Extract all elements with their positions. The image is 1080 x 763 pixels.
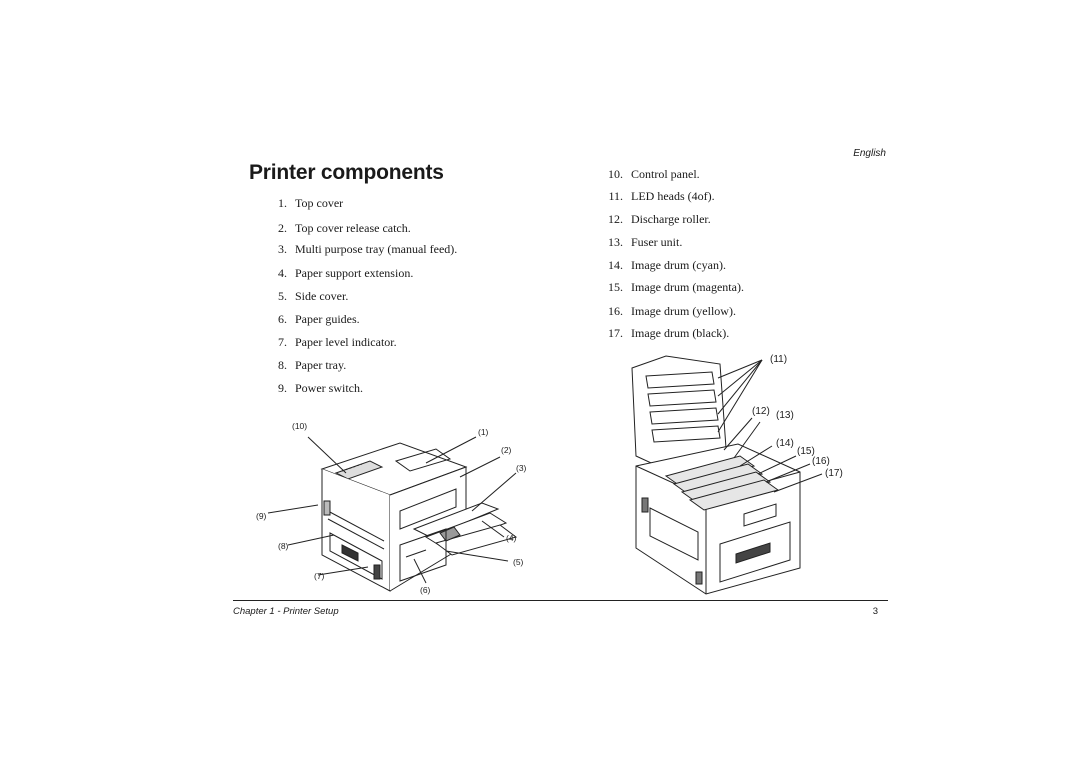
callout-15: (15) — [797, 446, 815, 457]
item-label: Top cover release catch. — [295, 221, 411, 235]
list-item: 5. Side cover. — [278, 289, 349, 304]
list-item: 8. Paper tray. — [278, 358, 347, 373]
callout-17: (17) — [825, 468, 843, 479]
callout-2: (2) — [501, 445, 512, 455]
item-number: 9. — [278, 381, 287, 395]
item-label: Side cover. — [295, 289, 349, 303]
item-number: 16. — [608, 304, 623, 318]
callout-1: (1) — [478, 427, 489, 437]
item-label: Control panel. — [631, 167, 700, 181]
footer-divider — [233, 600, 888, 601]
callout-11: (11) — [770, 354, 787, 365]
item-number: 12. — [608, 212, 623, 226]
item-number: 1. — [278, 196, 287, 210]
callout-8: (8) — [278, 541, 289, 551]
footer-chapter: Chapter 1 - Printer Setup — [233, 606, 339, 617]
list-item: 17. Image drum (black). — [608, 326, 730, 341]
item-number: 13. — [608, 235, 623, 249]
item-number: 17. — [608, 326, 623, 340]
callout-10: (10) — [292, 421, 307, 431]
list-item: 13. Fuser unit. — [608, 235, 683, 250]
item-label: Fuser unit. — [631, 235, 683, 249]
item-number: 11. — [608, 189, 623, 203]
item-number: 2. — [278, 221, 287, 235]
item-label: Paper guides. — [295, 312, 360, 326]
page-number: 3 — [872, 606, 878, 617]
language-label: English — [853, 148, 886, 159]
list-item: 9. Power switch. — [278, 381, 363, 396]
callout-5: (5) — [513, 557, 524, 567]
list-item: 12. Discharge roller. — [608, 212, 711, 227]
item-number: 5. — [278, 289, 287, 303]
item-label: Image drum (yellow). — [631, 304, 736, 318]
list-item: 4. Paper support extension. — [278, 266, 414, 281]
callout-7: (7) — [314, 571, 325, 581]
item-number: 6. — [278, 312, 287, 326]
callout-13: (13) — [776, 410, 794, 421]
item-label: Multi purpose tray (manual feed). — [295, 242, 458, 256]
item-label: Power switch. — [295, 381, 363, 395]
item-label: Image drum (magenta). — [631, 280, 744, 294]
item-label: Paper level indicator. — [295, 335, 397, 349]
item-number: 10. — [608, 167, 623, 181]
callout-4: (4) — [506, 533, 517, 543]
item-label: Image drum (black). — [631, 326, 730, 340]
callout-3: (3) — [516, 463, 527, 473]
callout-12: (12) — [752, 406, 770, 417]
list-item: 10. Control panel. — [608, 167, 700, 182]
list-item: 2. Top cover release catch. — [278, 221, 411, 236]
list-item: 14. Image drum (cyan). — [608, 258, 726, 273]
list-item: 11. LED heads (4of). — [608, 189, 715, 204]
callout-16: (16) — [812, 456, 830, 467]
list-item: 3. Multi purpose tray (manual feed). — [278, 242, 458, 257]
item-label: Image drum (cyan). — [631, 258, 726, 272]
list-item: 15. Image drum (magenta). — [608, 280, 744, 295]
item-label: Discharge roller. — [631, 212, 711, 226]
list-item: 7. Paper level indicator. — [278, 335, 397, 350]
item-label: LED heads (4of). — [631, 189, 715, 203]
item-number: 4. — [278, 266, 287, 280]
list-item: 6. Paper guides. — [278, 312, 360, 327]
item-number: 15. — [608, 280, 623, 294]
item-number: 7. — [278, 335, 287, 349]
callout-14: (14) — [776, 438, 794, 449]
item-label: Paper tray. — [295, 358, 347, 372]
printer-open-illustration: (11) (12) (13) (14) (15) (16) (17) — [631, 354, 843, 595]
item-number: 3. — [278, 242, 287, 256]
page-title: Printer components — [249, 161, 444, 184]
callout-9: (9) — [256, 511, 267, 521]
item-label: Paper support extension. — [295, 266, 414, 280]
item-number: 8. — [278, 358, 287, 372]
callout-6: (6) — [420, 585, 431, 595]
item-number: 14. — [608, 258, 623, 272]
item-label: Top cover — [295, 196, 344, 210]
printer-closed-illustration: (10) (1) (2) (3) (9) (4) (8) (5) (7) (6) — [256, 421, 527, 595]
list-item: 16. Image drum (yellow). — [608, 304, 736, 319]
list-item: 1. Top cover — [278, 196, 344, 211]
